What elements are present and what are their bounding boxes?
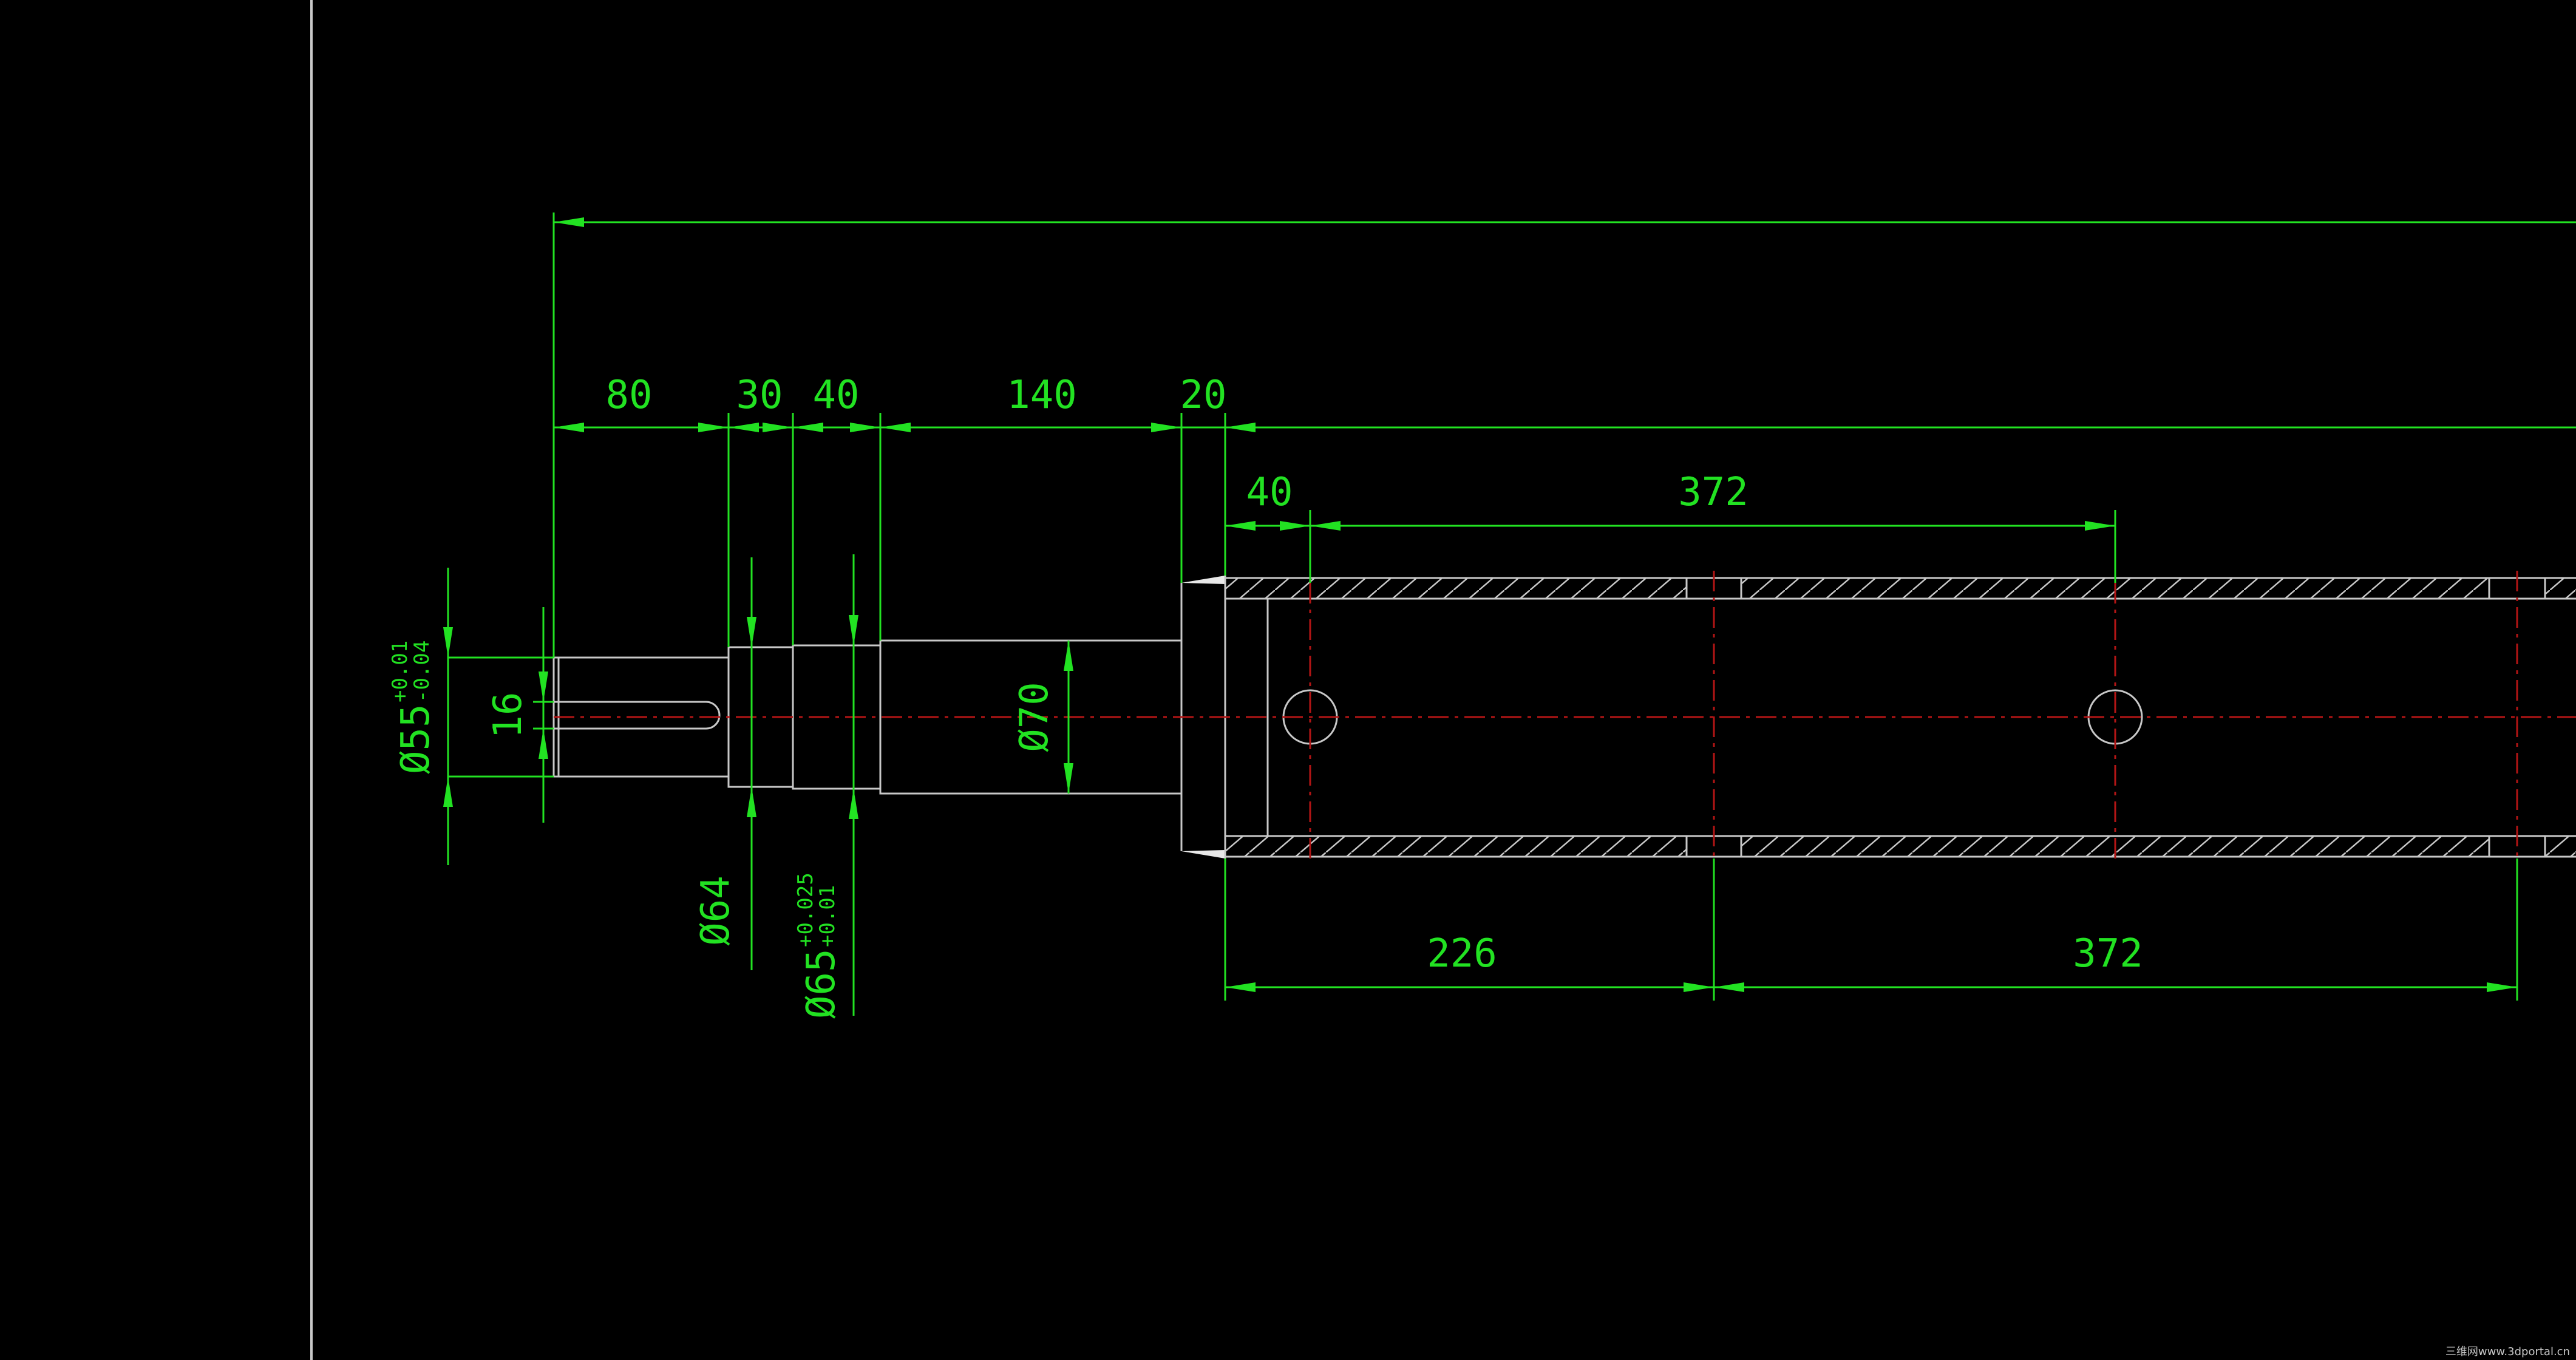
dim-372-top: 372: [1678, 470, 1748, 515]
dim-40-b: 40: [1246, 470, 1293, 515]
svg-text:+0.01: +0.01: [388, 641, 412, 702]
svg-text:Ø65: Ø65: [799, 948, 844, 1019]
svg-text:+0.025: +0.025: [794, 872, 818, 947]
dimension-labels: 80 30 40 140 20 40 372 226 372 Ø70 16 Ø6…: [388, 373, 2143, 1019]
dim-226: 226: [1427, 931, 1497, 976]
svg-text:Ø55: Ø55: [393, 704, 438, 774]
dim-d65: Ø65 +0.025 +0.01: [794, 872, 844, 1019]
dim-keyway-16: 16: [486, 692, 531, 738]
svg-text:-0.04: -0.04: [410, 641, 434, 702]
dim-372-bottom: 372: [2073, 931, 2143, 976]
dim-d55: Ø55 +0.01 -0.04: [388, 641, 438, 774]
dim-d64: Ø64: [693, 875, 738, 946]
dimension-lines: [443, 212, 2576, 1016]
tube-outline: [1224, 576, 2576, 858]
dim-80: 80: [605, 373, 652, 418]
dim-40-a: 40: [812, 373, 859, 418]
svg-text:+0.01: +0.01: [815, 885, 840, 947]
dim-d70: Ø70: [1012, 682, 1057, 752]
watermark: 三维网www.3dportal.cn: [2445, 1345, 2570, 1358]
dim-140: 140: [1007, 373, 1077, 418]
dim-30: 30: [736, 373, 783, 418]
dim-20: 20: [1180, 373, 1226, 418]
center-lines: [554, 571, 2576, 858]
